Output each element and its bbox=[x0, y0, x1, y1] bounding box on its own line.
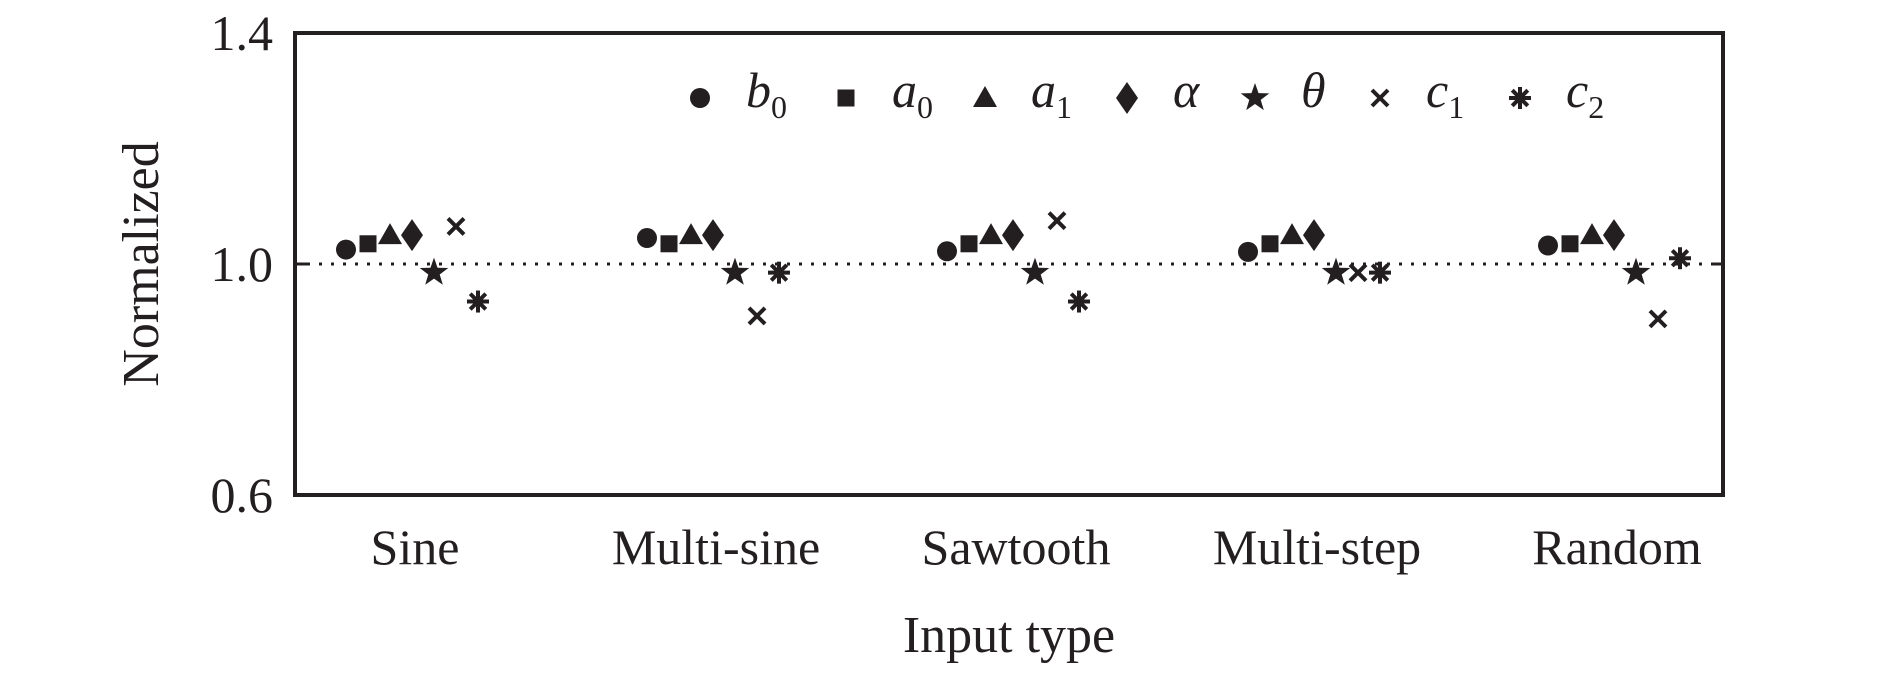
data-point-star bbox=[1020, 257, 1050, 285]
data-point-asterisk bbox=[1068, 290, 1090, 313]
data-point-circle bbox=[637, 228, 657, 249]
y-axis-ticks: 0.6 1.0 1.4 bbox=[211, 5, 1723, 523]
data-point-cross bbox=[446, 217, 466, 236]
data-point-triangle bbox=[679, 223, 703, 245]
data-point-circle bbox=[937, 241, 957, 262]
data-point-square bbox=[1561, 235, 1579, 253]
legend: b0 a0 a1 α θ c1 c2 bbox=[690, 62, 1604, 125]
legend-marker-asterisk bbox=[1509, 87, 1531, 109]
data-point-asterisk bbox=[467, 290, 489, 313]
legend-label: b0 bbox=[746, 62, 787, 125]
x-axis-ticks: Sine Multi-sine Sawtooth Multi-step Random bbox=[371, 519, 1702, 575]
data-point-cross bbox=[1348, 263, 1368, 283]
legend-label: a0 bbox=[892, 62, 933, 125]
data-point-star bbox=[720, 257, 750, 285]
legend-label: a1 bbox=[1031, 62, 1072, 125]
data-point-circle bbox=[1538, 235, 1558, 256]
data-point-asterisk bbox=[1369, 261, 1391, 284]
data-point-triangle bbox=[1280, 223, 1304, 245]
data-point-triangle bbox=[378, 223, 402, 245]
data-point-triangle bbox=[979, 223, 1003, 245]
x-axis-label: Input type bbox=[903, 607, 1115, 664]
data-point-square bbox=[359, 235, 377, 253]
x-tick-label: Sine bbox=[371, 519, 460, 575]
x-tick-label: Sawtooth bbox=[922, 519, 1111, 575]
data-point-star bbox=[1321, 257, 1351, 285]
data-point-square bbox=[1261, 235, 1279, 253]
legend-label: θ bbox=[1301, 62, 1326, 118]
legend-marker-diamond bbox=[1116, 82, 1138, 114]
legend-marker-circle bbox=[690, 88, 710, 108]
data-point-triangle bbox=[1580, 223, 1604, 245]
x-tick-label: Multi-sine bbox=[612, 519, 820, 575]
data-point-cross bbox=[1047, 211, 1067, 231]
data-point-diamond bbox=[401, 219, 423, 252]
data-point-circle bbox=[336, 239, 356, 260]
data-point-star bbox=[1621, 257, 1651, 285]
data-point-diamond bbox=[1303, 219, 1325, 252]
y-tick-label: 0.6 bbox=[211, 467, 274, 523]
legend-marker-triangle bbox=[973, 86, 997, 107]
data-point-diamond bbox=[1002, 219, 1024, 252]
data-point-star bbox=[419, 257, 449, 285]
legend-marker-square bbox=[837, 89, 855, 107]
data-point-square bbox=[960, 235, 978, 253]
legend-marker-star bbox=[1240, 83, 1270, 111]
data-point-diamond bbox=[1603, 219, 1625, 252]
y-tick-label: 1.4 bbox=[211, 5, 274, 61]
legend-label: c1 bbox=[1426, 62, 1464, 125]
data-point-cross bbox=[747, 306, 767, 326]
data-point-circle bbox=[1238, 241, 1258, 262]
legend-marker-cross bbox=[1370, 88, 1390, 108]
data-points bbox=[336, 211, 1691, 329]
data-point-asterisk bbox=[1669, 247, 1691, 270]
y-tick-label: 1.0 bbox=[211, 236, 274, 292]
data-point-square bbox=[660, 235, 678, 253]
data-point-cross bbox=[1648, 309, 1668, 329]
x-tick-label: Multi-step bbox=[1213, 519, 1421, 575]
data-point-asterisk bbox=[768, 261, 790, 284]
legend-label: α bbox=[1173, 62, 1201, 118]
legend-label: c2 bbox=[1566, 62, 1604, 125]
y-axis-label: Normalized bbox=[113, 141, 170, 386]
data-point-diamond bbox=[702, 219, 724, 252]
x-tick-label: Random bbox=[1532, 519, 1702, 575]
